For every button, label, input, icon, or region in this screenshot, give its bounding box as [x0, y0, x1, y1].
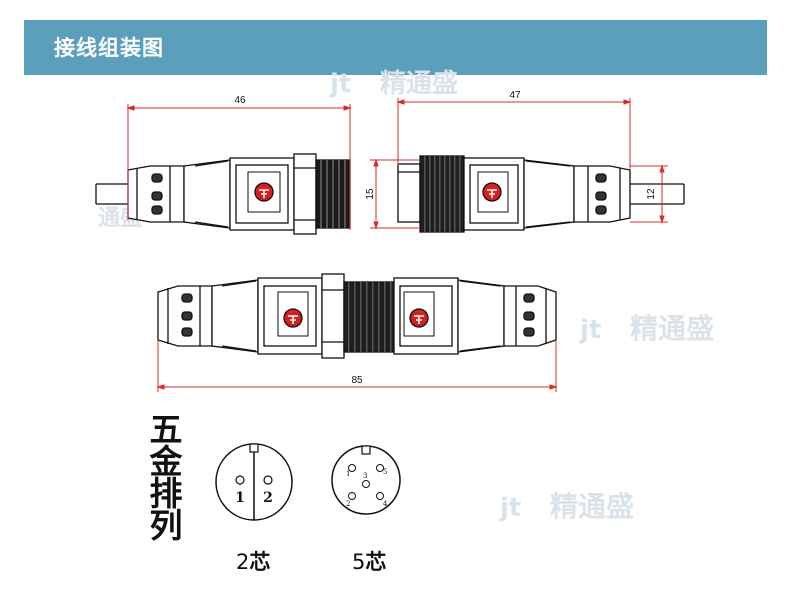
pin-2-label: 2	[263, 490, 273, 506]
label-char-3: 排	[149, 474, 183, 513]
header-bar: 接线组装图	[24, 20, 767, 75]
pin5-3-label: 3	[363, 472, 367, 480]
label-char-4: 列	[149, 506, 183, 545]
dimension-85	[156, 340, 558, 392]
watermark-mid: jt 精通盛	[579, 312, 714, 345]
five-core-num: 5	[352, 550, 366, 574]
dimension-85-label: 85	[351, 375, 363, 386]
pin5-5-label: 5	[383, 468, 387, 476]
dimension-47	[396, 98, 632, 170]
five-core-unit: 芯	[365, 550, 387, 574]
dimension-46-label: 46	[234, 95, 246, 106]
pin5-2-label: 2	[346, 500, 350, 508]
dimension-12-label: 12	[646, 188, 657, 200]
header-title: 接线组装图	[54, 36, 164, 60]
two-core-unit: 芯	[249, 550, 271, 574]
five-core-caption: 5芯	[352, 546, 386, 576]
pin5-4-label: 4	[383, 500, 388, 508]
assembled-connector	[157, 273, 557, 359]
right-connector	[397, 155, 685, 233]
dimension-12	[630, 164, 668, 224]
label-char-2: 金	[149, 442, 183, 481]
assembled-knurl-lines	[348, 282, 392, 352]
five-core-pin-diagram: 1 2 3 4 5	[331, 445, 401, 515]
pin-arrangement-label: 五 金 排 列	[146, 410, 186, 545]
watermark-bottom: jt 精通盛	[499, 490, 634, 523]
pin-1-label: 1	[235, 490, 245, 506]
pin5-1-label: 1	[346, 470, 350, 478]
svg-text:精通盛: 精通盛	[630, 312, 714, 345]
svg-text:jt: jt	[579, 315, 601, 345]
two-core-caption: 2芯	[236, 546, 270, 576]
svg-text:jt: jt	[499, 493, 521, 523]
dimension-15	[370, 158, 420, 230]
label-char-1: 五	[149, 410, 183, 449]
two-core-num: 2	[236, 550, 250, 574]
svg-text:jt: jt	[329, 69, 351, 99]
dimension-15-label: 15	[365, 188, 376, 200]
svg-text:精通盛: 精通盛	[380, 68, 458, 99]
left-thread-lines	[320, 160, 346, 228]
two-core-pin-diagram: 1 2	[215, 443, 293, 521]
right-knurl-lines	[424, 156, 461, 232]
dimension-46	[126, 104, 352, 230]
svg-text:精通盛: 精通盛	[550, 490, 634, 523]
dimension-47-label: 47	[509, 90, 521, 101]
watermark-top: jt 精通盛	[329, 68, 458, 99]
